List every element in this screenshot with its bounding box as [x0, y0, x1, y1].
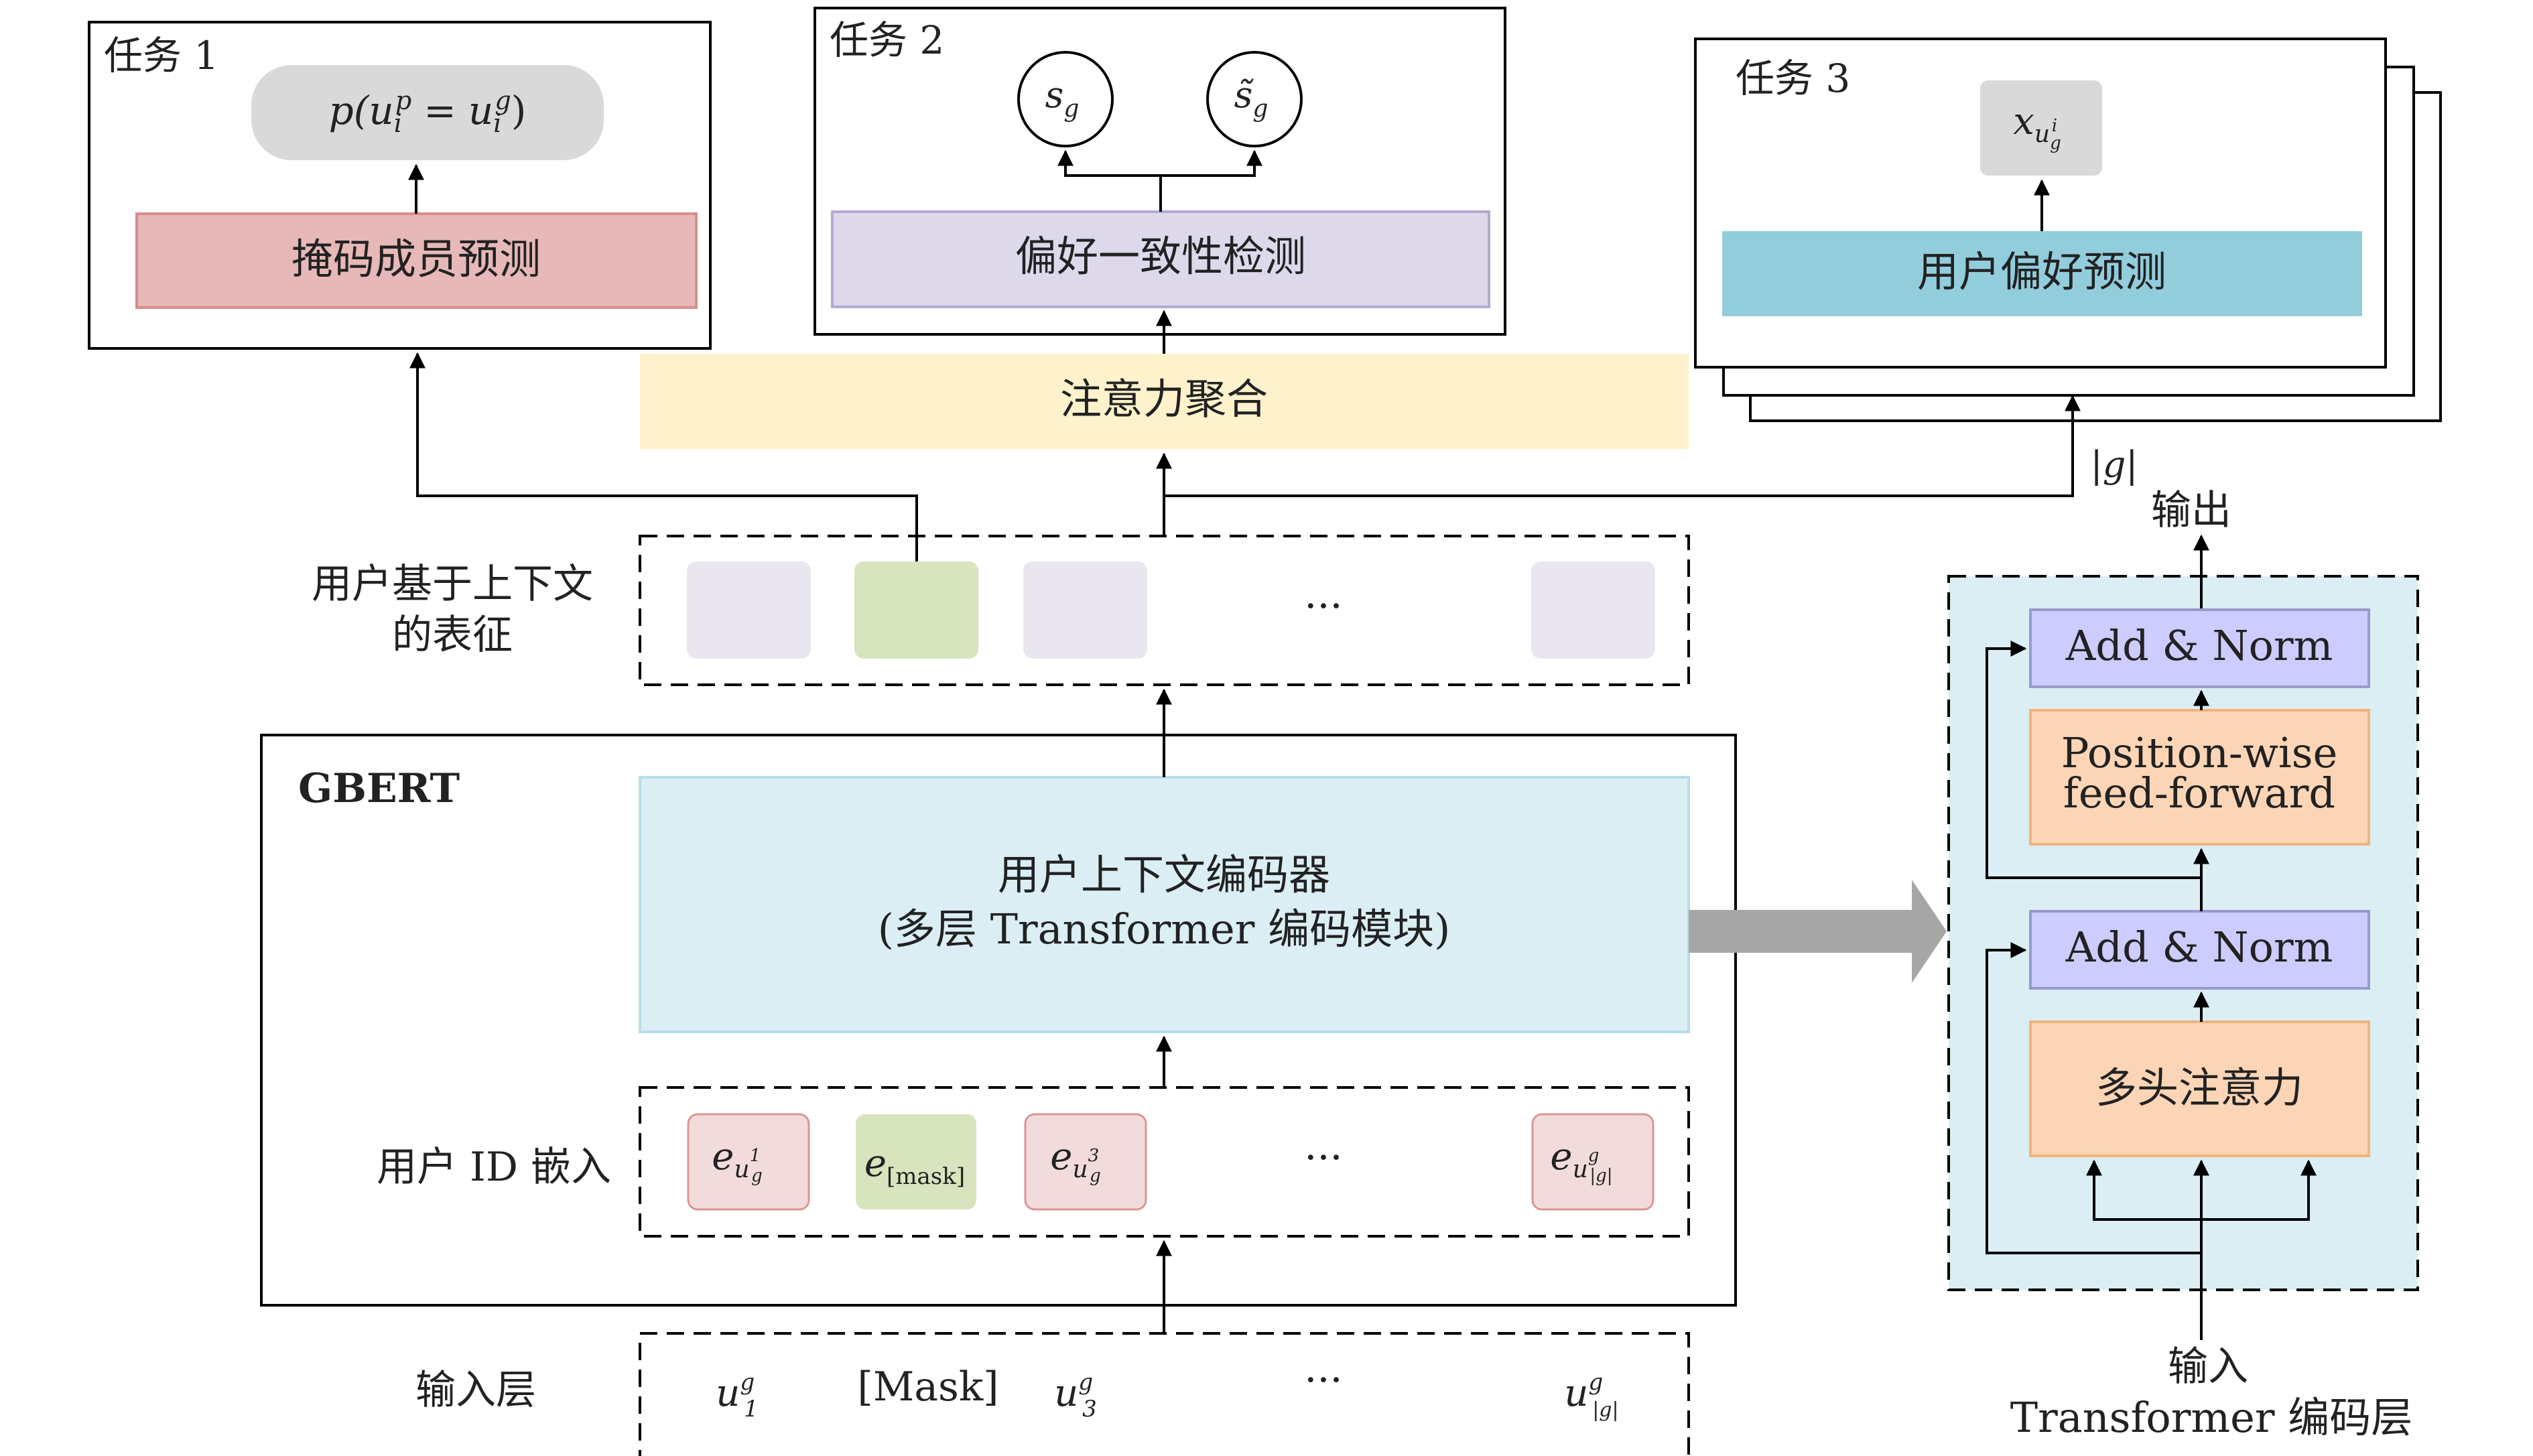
- user-preference-prediction-module: [1722, 231, 2362, 316]
- encoder-label-line1: 用户上下文编码器: [998, 850, 1330, 899]
- embedding-token-3: [1024, 1113, 1147, 1211]
- input-layer-label: 输入层: [415, 1367, 536, 1414]
- transformer-encoder-layer: 输出 Add & Norm Position-wise feed-forward…: [1947, 487, 2419, 1442]
- gbert-panel: GBERT 用户上下文编码器 (多层 Transformer 编码模块) 用户 …: [260, 688, 1737, 1307]
- multihead-label: 多头注意力: [2095, 1063, 2303, 1112]
- add-norm-bottom: [2029, 910, 2370, 990]
- embedding-label: 用户 ID 嵌入: [377, 1144, 611, 1191]
- input-token-last: ug|g|: [1564, 1369, 1618, 1422]
- embedding-ellipsis: ···: [1304, 1134, 1342, 1181]
- ffn-label-line2: feed-forward: [2063, 769, 2335, 817]
- context-token: [687, 561, 811, 659]
- task3-module-label: 用户偏好预测: [1917, 247, 2166, 296]
- node-s-label: sg: [1045, 74, 1080, 123]
- transformer-input-label: 输入: [2168, 1343, 2248, 1390]
- multi-head-attention: [2029, 1020, 2370, 1157]
- add-norm-top: [2029, 608, 2370, 688]
- masked-member-prediction-module: [135, 212, 698, 309]
- task1-panel: 任务 1 p(uip=uig) 掩码成员预测: [88, 21, 712, 350]
- transformer-output-label: 输出: [2151, 487, 2231, 534]
- consistency-node-s-tilde: [1206, 51, 1303, 147]
- ffn-label-line1: Position-wise: [2061, 728, 2338, 777]
- embedding-token-last: [1531, 1113, 1654, 1211]
- preference-consistency-module: [831, 210, 1490, 308]
- input-ellipsis: ···: [1304, 1357, 1342, 1404]
- embedding-token-mask: [856, 1114, 976, 1209]
- task2-panel: 任务 2 sg s̃g 偏好一致性检测: [814, 7, 1506, 336]
- encoder-label-line2: (多层 Transformer 编码模块): [878, 905, 1451, 953]
- task1-output-formula: p(uip=uig): [329, 86, 527, 138]
- node-s-tilde-label: s̃g: [1234, 74, 1269, 123]
- context-ellipsis: ···: [1304, 583, 1342, 630]
- task2-module-label: 偏好一致性检测: [1015, 232, 1306, 281]
- context-repr-label-line2: 的表征: [392, 612, 513, 659]
- task1-title: 任务 1: [104, 33, 218, 78]
- group-size-label: |g|: [2091, 444, 2138, 486]
- embedding-token-last-label: eug|g|: [1550, 1135, 1612, 1186]
- attention-aggregation-module: [640, 354, 1689, 449]
- transformer-caption: Transformer 编码层: [2010, 1393, 2412, 1442]
- task3-title: 任务 3: [1736, 56, 1850, 101]
- expand-arrow: [1689, 880, 1947, 983]
- gbert-title: GBERT: [298, 765, 460, 812]
- add-norm-bottom-label: Add & Norm: [2065, 923, 2333, 972]
- context-token-last: [1531, 561, 1655, 659]
- task3-output-box: [1980, 80, 2102, 176]
- context-representation-row: 用户基于上下文 的表征 ···: [312, 535, 1690, 686]
- user-context-encoder: [639, 776, 1690, 1033]
- context-token: [1023, 561, 1147, 659]
- task3-panel-stack: 任务 3 xugi 用户偏好预测: [1694, 38, 2442, 422]
- attention-aggregation-label: 注意力聚合: [1060, 375, 1268, 423]
- task3-output-label: xugi: [2013, 100, 2061, 153]
- add-norm-top-label: Add & Norm: [2065, 621, 2333, 670]
- task1-output-box: [251, 65, 604, 160]
- embedding-token-1: [687, 1113, 810, 1211]
- position-wise-ffn: [2029, 709, 2370, 846]
- context-token-masked: [854, 561, 978, 659]
- embedding-token-mask-label: e[mask]: [864, 1142, 965, 1190]
- input-token-mask: [Mask]: [857, 1364, 998, 1410]
- task2-title: 任务 2: [830, 17, 944, 63]
- input-layer-dashed-box: [639, 1332, 1690, 1456]
- context-repr-label-line1: 用户基于上下文: [312, 561, 593, 608]
- consistency-node-s: [1017, 51, 1114, 147]
- task1-module-label: 掩码成员预测: [291, 235, 541, 283]
